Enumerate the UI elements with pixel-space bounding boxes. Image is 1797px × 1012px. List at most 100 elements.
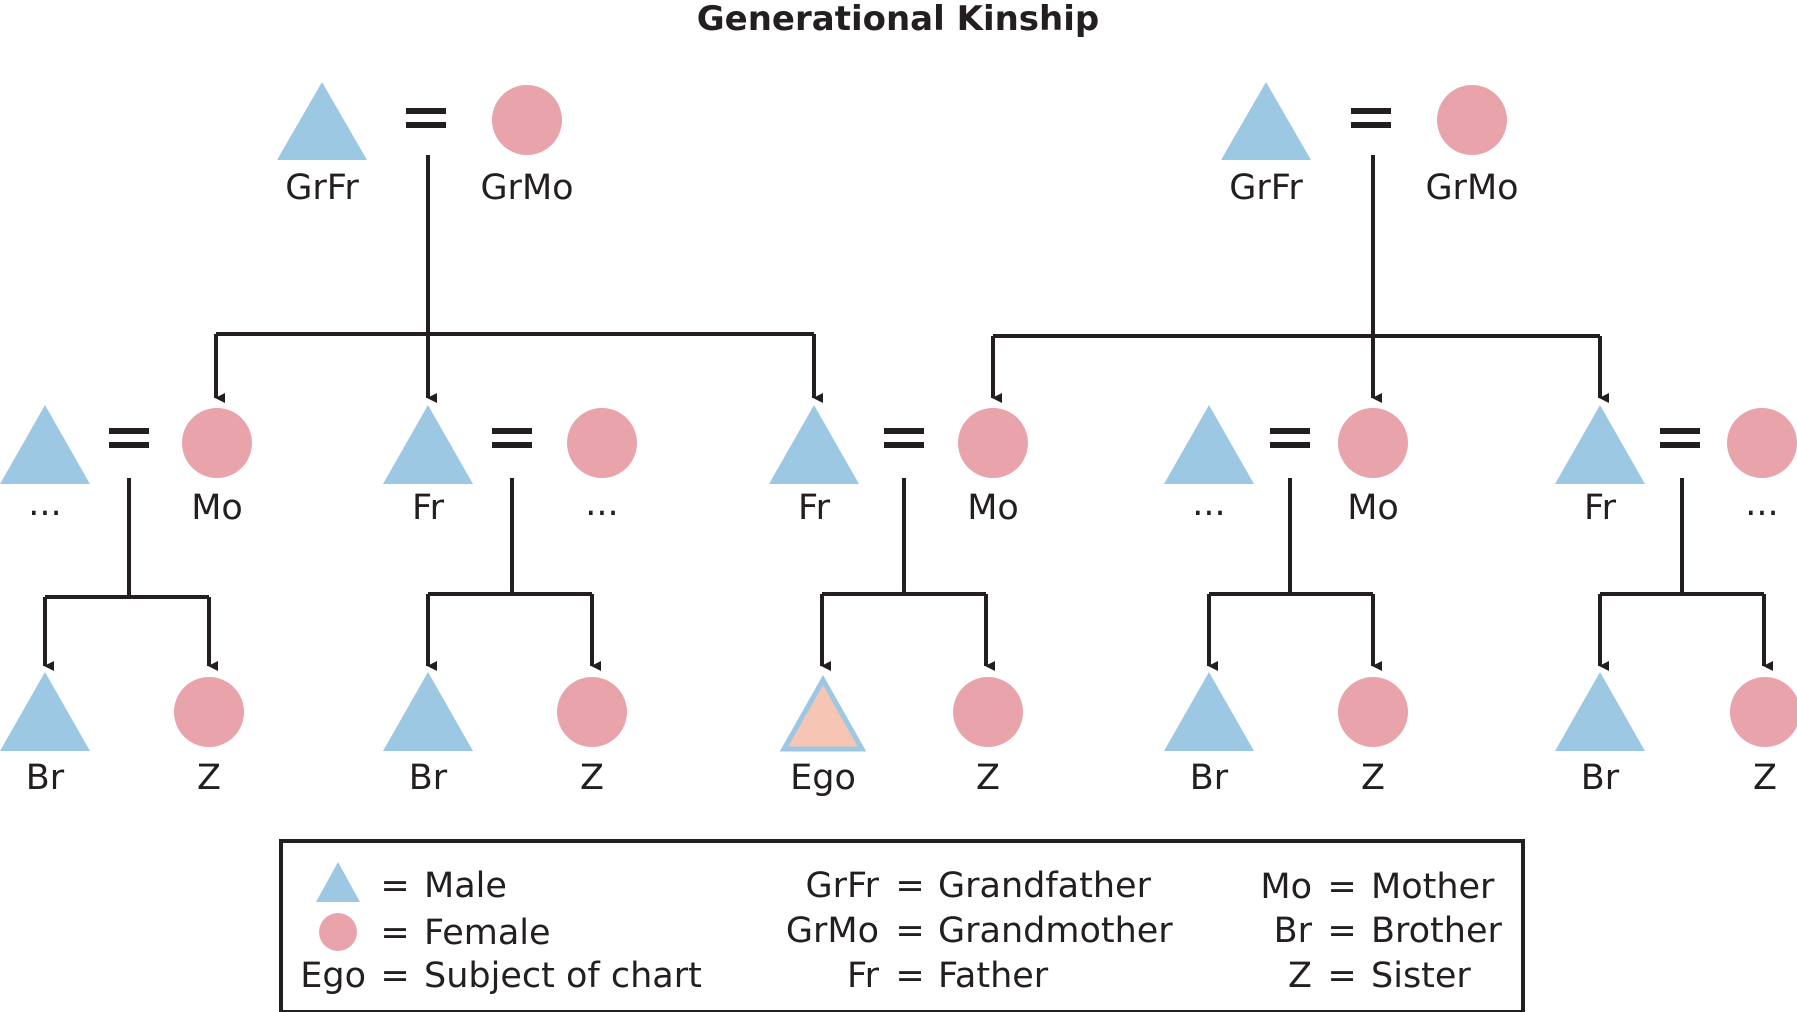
unknown-label: ... [28, 484, 61, 524]
descent-lines-gen1 [214, 155, 1609, 403]
father-triangle [1555, 405, 1645, 484]
legend-eq: = [895, 866, 924, 906]
legend-grmo-text: Grandmother [938, 911, 1173, 951]
siblings-2: Br Z [383, 672, 627, 798]
unknown-label: ... [1192, 484, 1225, 524]
brother-label: Br [409, 758, 448, 798]
mother-label: Mo [1347, 488, 1399, 528]
brother-triangle [1164, 672, 1254, 751]
circle-icon [319, 913, 357, 951]
marriage-sign [1270, 428, 1310, 448]
mother-label: Mo [191, 488, 243, 528]
couple-1: ... Mo [0, 405, 252, 528]
grandmother-right-circle [1437, 85, 1507, 155]
mother-circle [182, 408, 252, 478]
sister-label: Z [976, 758, 1000, 798]
female-unknown-circle [1727, 408, 1797, 478]
descent-lines-gen2 [43, 478, 1773, 671]
sister-label: Z [580, 758, 604, 798]
mother-label: Mo [967, 488, 1019, 528]
marriage-sign [1660, 428, 1700, 448]
couple-5: Fr ... [1555, 405, 1797, 528]
father-triangle [383, 405, 473, 484]
legend-eq: = [1327, 911, 1356, 951]
legend-br-text: Brother [1371, 911, 1502, 951]
male-unknown-triangle [1164, 405, 1254, 484]
grandparents-right: GrFr GrMo [1221, 82, 1519, 208]
marriage-sign [884, 428, 924, 448]
legend-ego-key: Ego [300, 956, 366, 996]
legend: = Male = Female Ego = Subject of chart G… [279, 839, 1525, 1012]
sister-circle [1338, 677, 1408, 747]
male-unknown-triangle [0, 405, 90, 484]
legend-fr-key: Fr [847, 956, 880, 996]
legend-z-key: Z [1288, 956, 1312, 996]
legend-eq: = [380, 913, 409, 953]
grandfather-right-triangle [1221, 82, 1311, 160]
legend-grmo-key: GrMo [786, 911, 879, 951]
father-label: Fr [798, 488, 831, 528]
grandmother-left-label: GrMo [480, 168, 573, 208]
legend-eq: = [1327, 956, 1356, 996]
sister-label: Z [1361, 758, 1385, 798]
triangle-icon [316, 862, 360, 902]
grandfather-right-label: GrFr [1229, 168, 1303, 208]
legend-box [279, 839, 1525, 1012]
legend-female-text: Female [424, 913, 551, 953]
legend-fr-text: Father [938, 956, 1049, 996]
sister-circle [953, 677, 1023, 747]
grandparents-left: GrFr GrMo [277, 82, 574, 208]
unknown-label: ... [585, 484, 618, 524]
sister-circle [557, 677, 627, 747]
legend-male-text: Male [424, 866, 507, 906]
sister-circle [174, 677, 244, 747]
ego-label: Ego [790, 758, 856, 798]
female-unknown-circle [567, 408, 637, 478]
brother-triangle [383, 672, 473, 751]
legend-ego-text: Subject of chart [424, 956, 702, 996]
marriage-sign [492, 428, 532, 448]
legend-eq: = [895, 911, 924, 951]
grandfather-left-triangle [277, 82, 367, 160]
marriage-sign [109, 428, 149, 448]
unknown-label: ... [1745, 484, 1778, 524]
siblings-1: Br Z [0, 672, 244, 798]
couple-2: Fr ... [383, 405, 637, 528]
mother-circle [1338, 408, 1408, 478]
legend-eq: = [380, 956, 409, 996]
brother-label: Br [26, 758, 65, 798]
father-label: Fr [1584, 488, 1617, 528]
sister-label: Z [197, 758, 221, 798]
siblings-5: Br Z [1555, 672, 1797, 798]
legend-eq: = [380, 866, 409, 906]
couple-3: Fr Mo [769, 405, 1028, 528]
grandfather-left-label: GrFr [285, 168, 359, 208]
sister-circle [1730, 677, 1797, 747]
brother-triangle [1555, 672, 1645, 751]
father-triangle [769, 405, 859, 484]
marriage-sign [406, 108, 446, 128]
brother-triangle [0, 672, 90, 751]
siblings-ego: Ego Z [779, 674, 1023, 798]
legend-mo-text: Mother [1371, 867, 1495, 907]
legend-grfr-key: GrFr [806, 866, 880, 906]
mother-circle [958, 408, 1028, 478]
sister-label: Z [1753, 758, 1777, 798]
couple-4: ... Mo [1164, 405, 1408, 528]
chart-title: Generational Kinship [697, 0, 1100, 39]
grandmother-right-label: GrMo [1425, 168, 1518, 208]
legend-mo-key: Mo [1260, 867, 1312, 907]
marriage-sign [1351, 108, 1391, 128]
legend-grfr-text: Grandfather [938, 866, 1152, 906]
legend-z-text: Sister [1371, 956, 1471, 996]
legend-eq: = [1327, 867, 1356, 907]
father-label: Fr [412, 488, 445, 528]
brother-label: Br [1190, 758, 1229, 798]
legend-br-key: Br [1274, 911, 1313, 951]
siblings-4: Br Z [1164, 672, 1408, 798]
legend-eq: = [895, 956, 924, 996]
ego-triangle [779, 674, 867, 752]
brother-label: Br [1581, 758, 1620, 798]
grandmother-left-circle [492, 85, 562, 155]
